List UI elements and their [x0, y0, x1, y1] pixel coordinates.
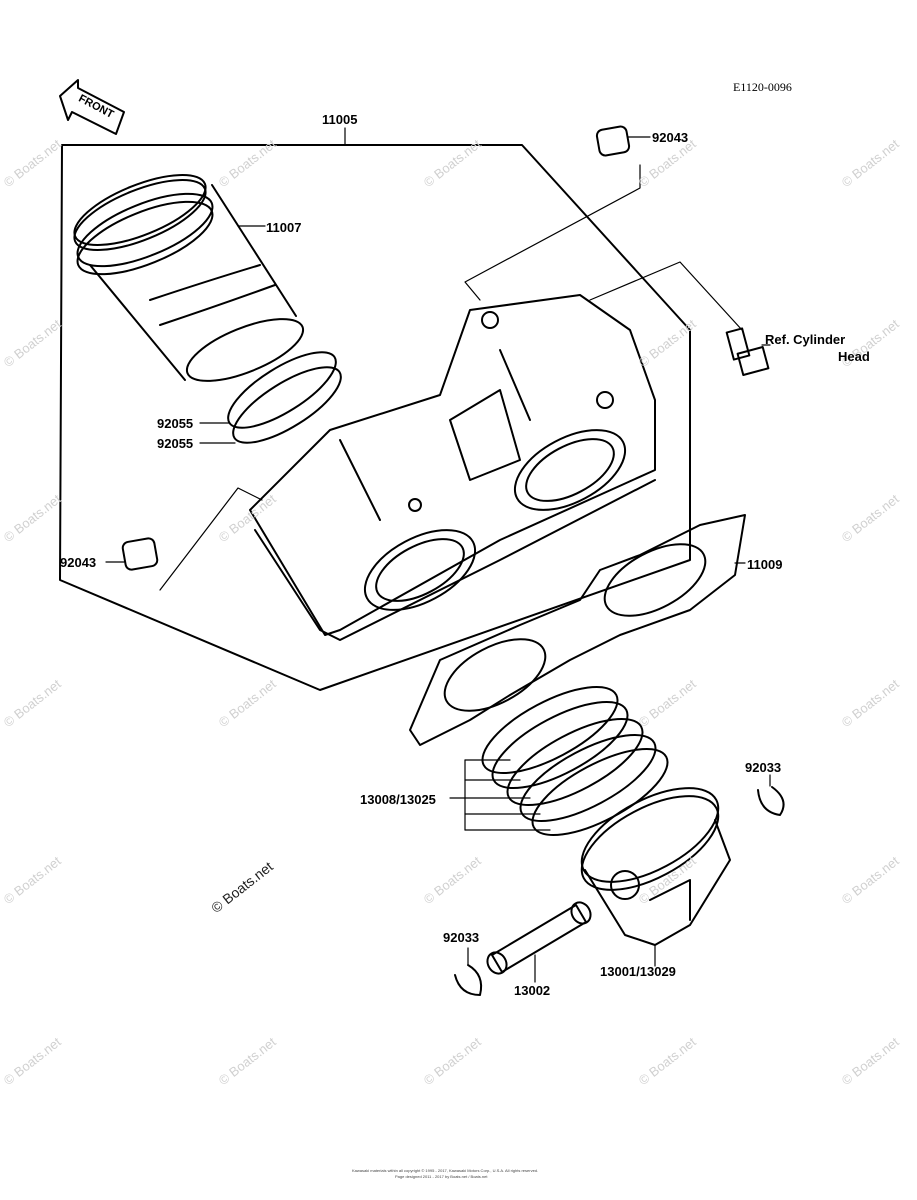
o-ring-92055-b	[232, 366, 342, 444]
copyright-line-2: Page designed 2011 - 2017 by Boats.net /…	[395, 1174, 488, 1179]
diagram-code: E1120-0096	[733, 80, 792, 94]
leader-bolt	[589, 261, 743, 331]
circlip-92033-right	[757, 786, 785, 816]
label-ref-head[interactable]: Head	[838, 349, 870, 364]
cylinder-block	[249, 294, 656, 641]
o-ring-92055-a	[227, 351, 337, 429]
piston-13001	[580, 787, 731, 946]
leader-92043-top	[464, 164, 641, 301]
front-arrow-icon: FRONT	[59, 79, 125, 135]
label-13001[interactable]: 13001/13029	[600, 964, 676, 979]
label-11009[interactable]: 11009	[747, 557, 783, 572]
circlip-92033-bottom	[454, 964, 483, 996]
assembly-outline-11005	[59, 144, 691, 691]
label-92043-top[interactable]: 92043	[652, 130, 689, 145]
label-92033-bottom[interactable]: 92033	[443, 930, 480, 945]
dowel-92043-top	[595, 125, 631, 157]
cylinder-base-gasket-11009	[409, 514, 746, 746]
label-92033-right[interactable]: 92033	[745, 760, 782, 775]
label-13008[interactable]: 13008/13025	[360, 792, 436, 807]
leader-92043-left	[159, 487, 263, 591]
cylinder-sleeve-11007	[73, 174, 305, 382]
label-13002[interactable]: 13002	[514, 983, 551, 998]
bolt-icon	[725, 327, 770, 376]
piston-pin-13002	[486, 901, 592, 975]
piston-rings-13008	[481, 685, 669, 837]
label-92043-left[interactable]: 92043	[60, 555, 97, 570]
label-11007[interactable]: 11007	[266, 220, 302, 235]
copyright-line-1: Kawasaki materials within all copyright …	[352, 1168, 539, 1173]
label-ref-cylinder[interactable]: Ref. Cylinder	[765, 332, 846, 347]
dowel-92043-left	[121, 537, 159, 571]
label-92055-a[interactable]: 92055	[157, 416, 194, 431]
label-11005[interactable]: 11005	[322, 112, 358, 127]
label-92055-b[interactable]: 92055	[157, 436, 194, 451]
